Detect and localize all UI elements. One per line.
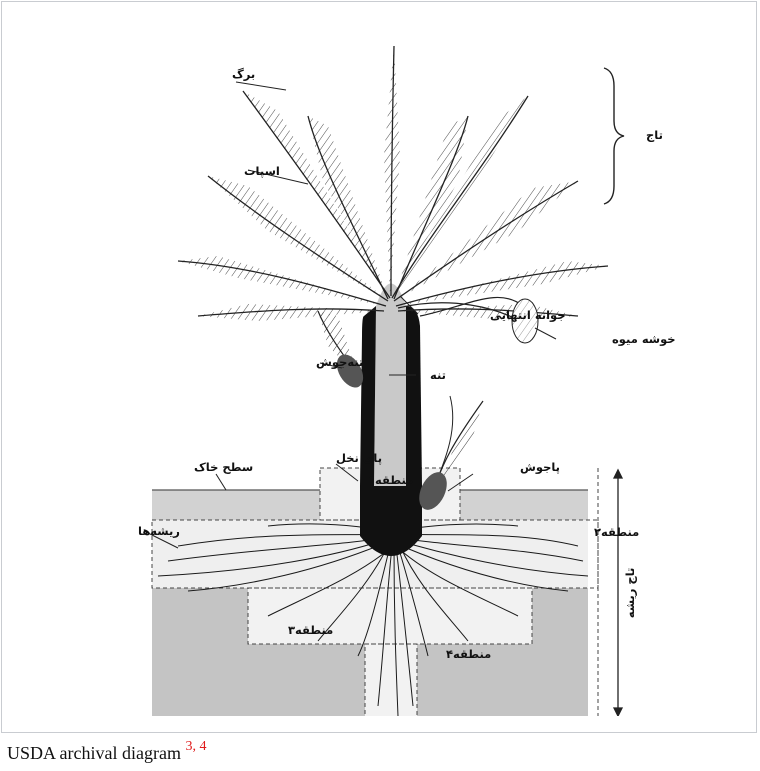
caption-bar: USDA archival diagram 3, 4 <box>1 732 757 769</box>
label-fruit-bunch: خوشه میوه <box>612 332 676 347</box>
label-zone2: منطقه۲ <box>594 525 639 539</box>
caption-text: USDA archival diagram <box>7 743 181 763</box>
label-zone3: منطقه۳ <box>288 623 333 637</box>
label-soil-surface: سطح خاک <box>194 460 253 474</box>
label-palm-base: پای نخل <box>336 451 382 465</box>
label-zone1: منطقه۱ <box>368 473 413 487</box>
label-leaf: برگ <box>232 67 255 81</box>
label-crown: تاج <box>646 128 663 143</box>
zone4-column <box>365 644 417 716</box>
label-roots: ریشه‌ها <box>138 524 180 538</box>
crown-brace <box>604 68 624 204</box>
label-offshoot-trunk: تنه‌جوش <box>316 355 363 370</box>
date-palm-diagram: برگ تاج اسپات جوانه انتهایی خوشه میوه تن… <box>18 16 738 716</box>
label-spathe: اسپات <box>244 164 280 178</box>
trunk-base <box>360 486 422 556</box>
label-root-crown: تاج ریشه <box>623 568 638 619</box>
label-zone4: منطقه۴ <box>446 647 491 661</box>
frond-leaflets <box>178 46 608 321</box>
reference-links[interactable]: 3, 4 <box>185 739 206 754</box>
root-crown-arrow <box>614 470 622 716</box>
label-basal-offshoot: پاجوش <box>520 460 560 475</box>
trunk-offshoot <box>318 311 369 392</box>
label-trunk: تنه <box>430 368 446 382</box>
label-terminal-bud: جوانه انتهایی <box>490 308 566 323</box>
figure-caption: USDA archival diagram 3, 4 <box>7 743 206 764</box>
trunk <box>360 284 422 557</box>
